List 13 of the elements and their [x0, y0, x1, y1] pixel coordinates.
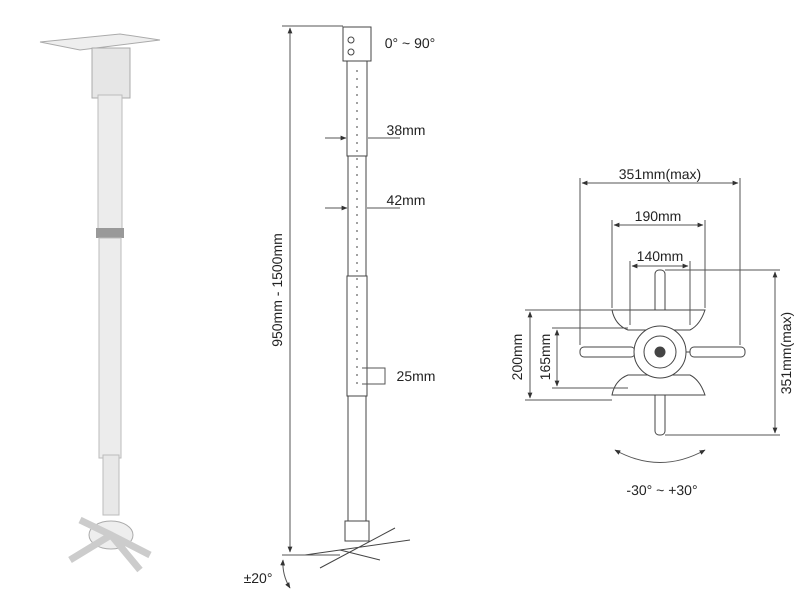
dimension-label: 950mm - 1500mm	[269, 233, 285, 347]
dimension-label: 190mm	[634, 208, 682, 224]
dimension-label: 351mm(max)	[778, 312, 794, 394]
dimension-label: 200mm	[509, 334, 525, 380]
dimension-label: 165mm	[537, 334, 553, 380]
dimension-label: -30° ~ +30°	[626, 482, 698, 498]
dimension-label: 38mm	[386, 122, 426, 138]
dimension-label: ±20°	[244, 570, 272, 586]
dimension-label: 351mm(max)	[618, 166, 702, 182]
dimension-label: 25mm	[396, 368, 436, 384]
dimension-label: 42mm	[386, 192, 426, 208]
dimension-label: 140mm	[636, 248, 684, 264]
dimension-label: 0° ~ 90°	[384, 35, 436, 51]
